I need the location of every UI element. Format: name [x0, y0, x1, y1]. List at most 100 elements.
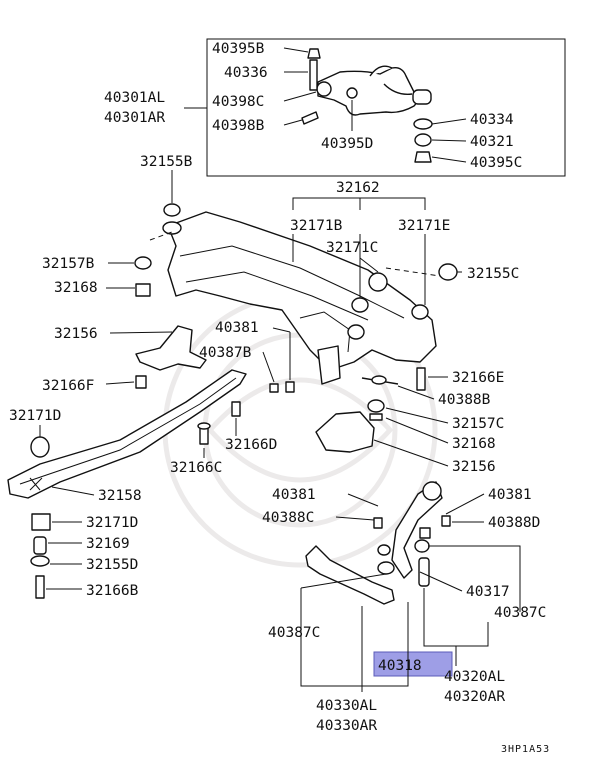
nut-40381	[285, 381, 295, 393]
bushing-40387c-left	[377, 561, 395, 575]
label-40301ar: 40301AR	[104, 110, 165, 126]
label-40334: 40334	[470, 112, 514, 128]
label-40381-left: 40381	[272, 487, 316, 503]
label-32166b: 32166B	[86, 583, 139, 599]
nut-32168	[135, 283, 151, 297]
label-40388d: 40388D	[488, 515, 540, 531]
bushing-40387c-right	[414, 539, 430, 553]
label-32169: 32169	[86, 536, 130, 552]
nut-40381-far	[441, 515, 451, 527]
label-40320al: 40320AL	[444, 669, 505, 685]
lower-arm-bushing	[422, 481, 442, 501]
label-32155c: 32155C	[467, 266, 519, 282]
highlight-box-40318	[373, 651, 453, 677]
bolt-40388b-head	[371, 375, 387, 385]
strut-40330	[305, 545, 395, 605]
label-40387c-right: 40387C	[494, 605, 546, 621]
upper-arm-nut	[346, 87, 358, 99]
label-40318: 40318	[378, 658, 422, 674]
label-40381-right: 40381	[488, 487, 532, 503]
label-32171d: 32171D	[86, 515, 138, 531]
label-32155b: 32155B	[140, 154, 193, 170]
label-40381-center: 40381	[215, 320, 259, 336]
bushing-32171b	[351, 297, 369, 313]
label-40395c: 40395C	[470, 155, 522, 171]
bushing-32157b	[134, 256, 152, 270]
label-40336: 40336	[224, 65, 268, 81]
label-32155d: 32155D	[86, 557, 138, 573]
label-32166e: 32166E	[452, 370, 504, 386]
label-32157b: 32157B	[42, 256, 95, 272]
bushing-32171e	[411, 304, 429, 320]
upper-arm-fork	[369, 65, 413, 95]
bushing-32155c	[438, 263, 458, 281]
label-40388c: 40388C	[262, 510, 314, 526]
dust-boot	[413, 118, 433, 130]
bushing-32157c	[367, 399, 385, 413]
bolt-40398b	[301, 111, 319, 125]
washer-32155d	[30, 555, 50, 567]
label-40395d: 40395D	[321, 136, 373, 152]
lower-arm-group: 40381 40388C 40381 40388D 40317 40387C 4…	[262, 481, 546, 734]
right-parts-group: 32166E 40388B 32157C 32168 32156	[315, 367, 504, 475]
bracket-32156-right	[315, 411, 375, 453]
bolt-32166e	[416, 367, 426, 391]
bolt-32166c-head	[197, 422, 211, 430]
bushing-lower	[347, 324, 365, 340]
sleeve-32169	[33, 536, 47, 555]
crossmember	[167, 211, 437, 371]
label-32166c: 32166C	[170, 460, 222, 476]
label-32156-right: 32156	[452, 459, 496, 475]
label-40388b: 40388B	[438, 392, 491, 408]
bolt-32166b	[35, 575, 45, 599]
label-32171b: 32171B	[290, 218, 343, 234]
ball-joint-40317	[418, 557, 430, 587]
washer-left	[377, 544, 391, 556]
bracket-center	[317, 345, 341, 385]
nut-40395b	[307, 48, 321, 59]
label-40387c-left: 40387C	[268, 625, 320, 641]
label-32156-left: 32156	[54, 326, 98, 342]
bracket-32156-left	[135, 325, 207, 371]
nut-40381-left	[373, 517, 383, 529]
label-32171d-upper: 32171D	[9, 408, 61, 424]
label-40398c: 40398C	[212, 94, 264, 110]
label-40330ar: 40330AR	[316, 718, 377, 734]
bolt-40387b	[269, 383, 279, 393]
bushing-32171c	[368, 272, 388, 292]
label-40387b: 40387B	[199, 345, 252, 361]
label-32171c: 32171C	[326, 240, 378, 256]
castle-nut	[414, 151, 432, 163]
upper-arm-group: 40395B 40336 40398C 40398B 40395D 40334 …	[104, 38, 566, 177]
washer	[414, 133, 432, 147]
label-32168-right: 32168	[452, 436, 496, 452]
bushing-32155b	[163, 203, 181, 217]
crossmember-group: 32162 32171B 32171E 32171C 32155C 32155B	[134, 154, 519, 371]
center-parts-group: 40381 40387B 32166D	[199, 320, 341, 453]
label-40317: 40317	[466, 584, 510, 600]
bushing-32171d	[31, 513, 51, 531]
bottom-left-stack: 32171D 32169 32155D 32166B	[30, 513, 139, 599]
label-32171e: 32171E	[398, 218, 450, 234]
label-32158: 32158	[98, 488, 142, 504]
label-32166d: 32166D	[225, 437, 277, 453]
label-32162: 32162	[336, 180, 380, 196]
ball-joint	[412, 89, 432, 105]
nut-40381-right	[419, 527, 431, 539]
label-40301al: 40301AL	[104, 90, 165, 106]
label-40321: 40321	[470, 134, 514, 150]
bar-32158	[7, 369, 247, 499]
label-40320ar: 40320AR	[444, 689, 505, 705]
upper-arm-bushing	[316, 81, 332, 97]
bolt-32166f	[135, 375, 147, 389]
label-40398b: 40398B	[212, 118, 265, 134]
label-32166f: 32166F	[42, 378, 94, 394]
bolt-32166c	[199, 427, 209, 445]
bushing-32155b-top	[162, 221, 182, 235]
label-40395b: 40395B	[212, 41, 265, 57]
label-32157c: 32157C	[452, 416, 504, 432]
left-parts-group: 32157B 32168 32156 32166F 32171D 32158 3…	[7, 256, 247, 504]
bolt-40336	[309, 59, 318, 91]
label-40330al: 40330AL	[316, 698, 377, 714]
